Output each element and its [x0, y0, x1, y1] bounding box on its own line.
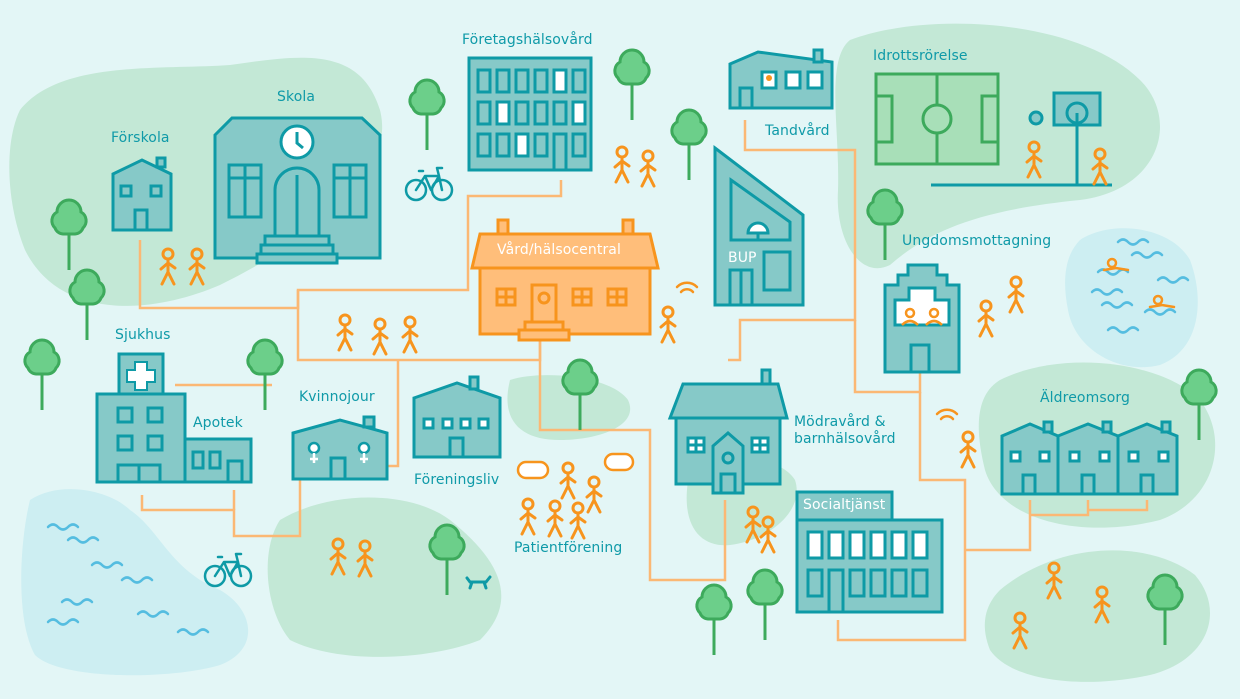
label-skola: Skola: [277, 89, 316, 105]
swimmers: [1102, 257, 1176, 309]
building-skola: [213, 116, 382, 265]
label-aldreomsorg: Äldreomsorg: [1040, 390, 1130, 406]
label-modravard: Mödravård & barnhälsovård: [794, 414, 896, 447]
label-socialtjanst: Socialtjänst: [803, 497, 886, 513]
label-patientforening: Patientförening: [514, 540, 623, 556]
speech-bubbles: [516, 452, 635, 480]
label-vardcentral[interactable]: Vård/hälsocentral: [497, 242, 621, 258]
building-modravard: [667, 368, 789, 495]
label-kvinnojour: Kvinnojour: [299, 389, 375, 405]
building-vardcentral[interactable]: [470, 218, 660, 342]
label-foretagshalsovard: Företagshälsovård: [462, 32, 593, 48]
dog: [465, 575, 492, 590]
label-idrottsrorelse: Idrottsrörelse: [873, 48, 968, 64]
building-kvinnojour: [291, 415, 389, 481]
label-forskola: Förskola: [111, 130, 170, 146]
label-ungdomsmottagning: Ungdomsmottagning: [902, 233, 1052, 249]
label-sjukhus: Sjukhus: [115, 327, 171, 343]
lake-east: [1065, 228, 1198, 368]
building-aldreomsorg: [1000, 420, 1179, 496]
label-bup: BUP: [728, 250, 757, 266]
label-apotek: Apotek: [193, 415, 243, 431]
building-tandvard: [728, 48, 834, 110]
building-socialtjanst: [795, 490, 944, 614]
label-tandvard: Tandvård: [765, 123, 830, 139]
building-foreningsliv: [412, 375, 502, 459]
building-sjukhus: [95, 352, 187, 484]
sports-field: [874, 72, 1000, 166]
building-foretagshalsovard: [467, 56, 593, 172]
basketball-hoop: [931, 91, 1112, 187]
park-small: [507, 375, 631, 440]
label-foreningsliv: Föreningsliv: [414, 472, 500, 488]
building-apotek: [183, 437, 253, 484]
connection-paths: [138, 120, 1149, 642]
building-forskola: [111, 156, 173, 232]
building-bup: [713, 144, 805, 307]
building-ungdomsmottagning: [883, 263, 961, 374]
wifi-icons: [675, 281, 959, 421]
